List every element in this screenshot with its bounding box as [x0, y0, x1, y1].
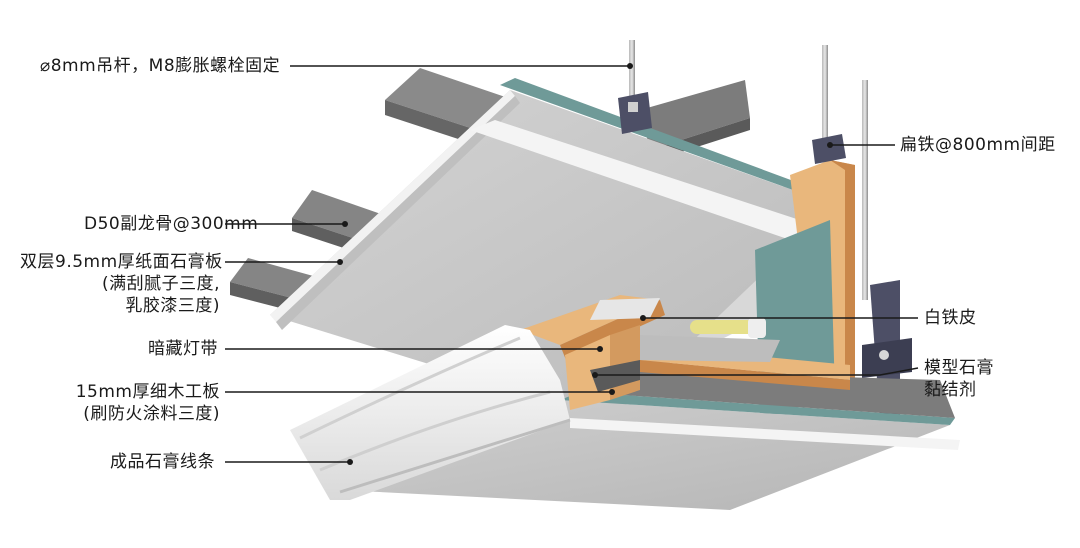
label-gypsum-board-line2: (满刮腻子三度, [101, 274, 220, 294]
label-plywood-line1: 15mm厚细木工板 [75, 382, 220, 402]
lower-gypsum-board [340, 370, 960, 510]
upper-gypsum-board [270, 78, 845, 420]
label-flat-iron: 扁铁@800mm间距 [900, 135, 1056, 155]
leader-lines [225, 65, 919, 463]
label-gypsum-adhesive: 模型石膏 黏结剂 [924, 357, 994, 401]
label-plywood-line2: (刷防火涂料三度) [83, 404, 220, 424]
label-gypsum-board: 双层9.5mm厚纸面石膏板 (满刮腻子三度, 乳胶漆三度) [20, 251, 223, 317]
label-gypsum-board-line3: 乳胶漆三度) [125, 296, 220, 316]
label-gypsum-adhesive-line2: 黏结剂 [924, 380, 977, 400]
label-plywood: 15mm厚细木工板 (刷防火涂料三度) [40, 381, 220, 425]
label-gypsum-board-line1: 双层9.5mm厚纸面石膏板 [20, 252, 223, 272]
leader-adhesive [595, 367, 919, 376]
label-hanger-rod: ⌀8mm吊杆，M8膨胀螺栓固定 [40, 56, 281, 76]
label-gypsum-moulding: 成品石膏线条 [110, 452, 215, 472]
hanger-rods [629, 40, 868, 300]
label-white-iron-sheet: 白铁皮 [924, 308, 977, 328]
leader-dots [337, 63, 833, 465]
label-secondary-keel: D50副龙骨@300mm [84, 214, 259, 234]
label-hidden-light-strip: 暗藏灯带 [148, 339, 218, 359]
label-gypsum-adhesive-line1: 模型石膏 [924, 358, 994, 378]
gypsum-moulding [290, 325, 571, 500]
